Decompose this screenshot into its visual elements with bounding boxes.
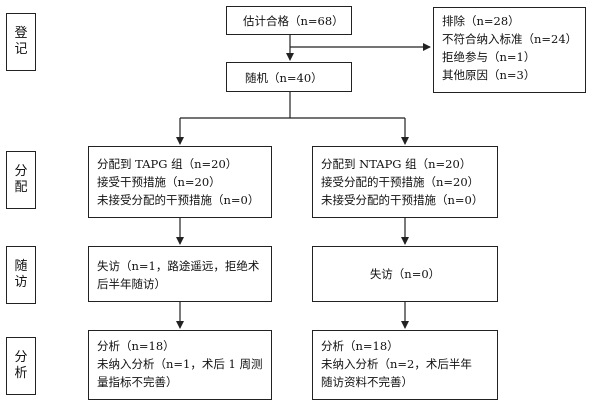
randomization-box: 随机（n=40） bbox=[226, 62, 352, 92]
enrollment-box: 估计合格（n=68） bbox=[226, 6, 352, 35]
exclusion-box: 排除（n=28） 不符合纳入标准（n=24） 拒绝参与（n=1） 其他原因（n=… bbox=[433, 7, 586, 93]
stage-analysis: 分 析 bbox=[6, 337, 36, 395]
tapg-allocation-box: 分配到 TAPG 组（n=20） 接受干预措施（n=20） 未接受分配的干预措施… bbox=[88, 146, 272, 218]
tapg-followup-box: 失访（n=1，路途遥远，拒绝术 后半年随访） bbox=[88, 246, 272, 302]
ntapg-followup-box: 失访（n=0） bbox=[312, 246, 498, 302]
stage-followup: 随 访 bbox=[6, 246, 36, 304]
ntapg-analysis-box: 分析（n=18） 未纳入分析（n=2，术后半年 随访资料不完善） bbox=[312, 330, 498, 400]
stage-allocation: 分 配 bbox=[6, 151, 36, 209]
stage-registration: 登 记 bbox=[6, 13, 36, 71]
ntapg-allocation-box: 分配到 NTAPG 组（n=20） 接受分配的干预措施（n=20） 未接受分配的… bbox=[312, 146, 498, 218]
tapg-analysis-box: 分析（n=18） 未纳入分析（n=1，术后 1 周测 量指标不完善） bbox=[88, 330, 272, 400]
